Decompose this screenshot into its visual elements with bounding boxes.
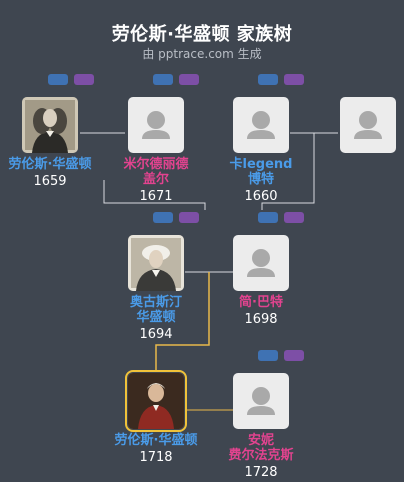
placeholder-photo[interactable]	[128, 97, 184, 153]
tag-group	[258, 74, 306, 86]
name-line: 米尔德丽德	[123, 157, 189, 172]
person-name[interactable]: 简·巴特	[201, 295, 321, 310]
tag-group	[153, 74, 201, 86]
portrait-icon	[128, 373, 184, 429]
name-line: 费尔法克斯	[228, 448, 294, 463]
placeholder-photo[interactable]	[233, 373, 289, 429]
person-silhouette-icon	[142, 111, 170, 139]
placeholder-photo[interactable]	[233, 97, 289, 153]
tag-purple[interactable]	[179, 212, 199, 223]
birth-year: 1671	[139, 189, 173, 204]
tag-blue[interactable]	[258, 74, 278, 85]
person-name[interactable]: 奥古斯汀 华盛顿	[96, 295, 216, 325]
person-name[interactable]: 卡legend 博特	[201, 157, 321, 187]
page-subtitle: 由 pptrace.com 生成	[142, 47, 262, 61]
tag-purple[interactable]	[284, 212, 304, 223]
name-line: 卡legend	[229, 157, 293, 172]
person-silhouette-icon	[247, 249, 275, 277]
name-line: 博特	[247, 172, 274, 187]
person-name[interactable]: 劳伦斯·华盛顿	[0, 157, 110, 172]
person-name[interactable]: 安妮 费尔法克斯	[201, 433, 321, 463]
tag-blue[interactable]	[153, 74, 173, 85]
tag-purple[interactable]	[179, 74, 199, 85]
tag-group	[258, 212, 306, 224]
person-silhouette-icon	[247, 111, 275, 139]
tag-blue[interactable]	[258, 350, 278, 361]
name-line: 劳伦斯·华盛顿	[114, 433, 198, 448]
name-line: 盖尔	[142, 172, 169, 187]
portrait-photo[interactable]	[22, 97, 78, 153]
birth-year: 1718	[139, 450, 173, 465]
portrait-photo[interactable]	[128, 235, 184, 291]
parent-line	[261, 133, 315, 210]
page-title: 劳伦斯·华盛顿 家族树	[111, 24, 293, 45]
tag-group	[258, 350, 306, 362]
lineage-line	[155, 272, 210, 372]
name-line: 劳伦斯·华盛顿	[8, 157, 92, 172]
parent-line	[103, 180, 206, 210]
birth-year: 1698	[244, 312, 278, 327]
placeholder-photo[interactable]	[233, 235, 289, 291]
person-name[interactable]: 劳伦斯·华盛顿	[96, 433, 216, 448]
name-line: 安妮	[247, 433, 274, 448]
name-line: 华盛顿	[136, 310, 176, 325]
portrait-photo-selected[interactable]	[125, 370, 187, 432]
tag-group	[48, 74, 96, 86]
placeholder-photo[interactable]	[340, 97, 396, 153]
person-silhouette-icon	[247, 387, 275, 415]
person-name[interactable]: 米尔德丽德 盖尔	[96, 157, 216, 187]
tag-purple[interactable]	[284, 74, 304, 85]
tag-blue[interactable]	[258, 212, 278, 223]
portrait-icon	[22, 97, 78, 153]
tag-purple[interactable]	[74, 74, 94, 85]
birth-year: 1659	[33, 174, 67, 189]
name-line: 简·巴特	[239, 295, 283, 310]
birth-year: 1728	[244, 465, 278, 480]
name-line: 奥古斯汀	[129, 295, 182, 310]
portrait-icon	[128, 235, 184, 291]
tag-blue[interactable]	[153, 212, 173, 223]
person-silhouette-icon	[354, 111, 382, 139]
birth-year: 1694	[139, 327, 173, 342]
tag-blue[interactable]	[48, 74, 68, 85]
birth-year: 1660	[244, 189, 278, 204]
tag-purple[interactable]	[284, 350, 304, 361]
tag-group	[153, 212, 201, 224]
